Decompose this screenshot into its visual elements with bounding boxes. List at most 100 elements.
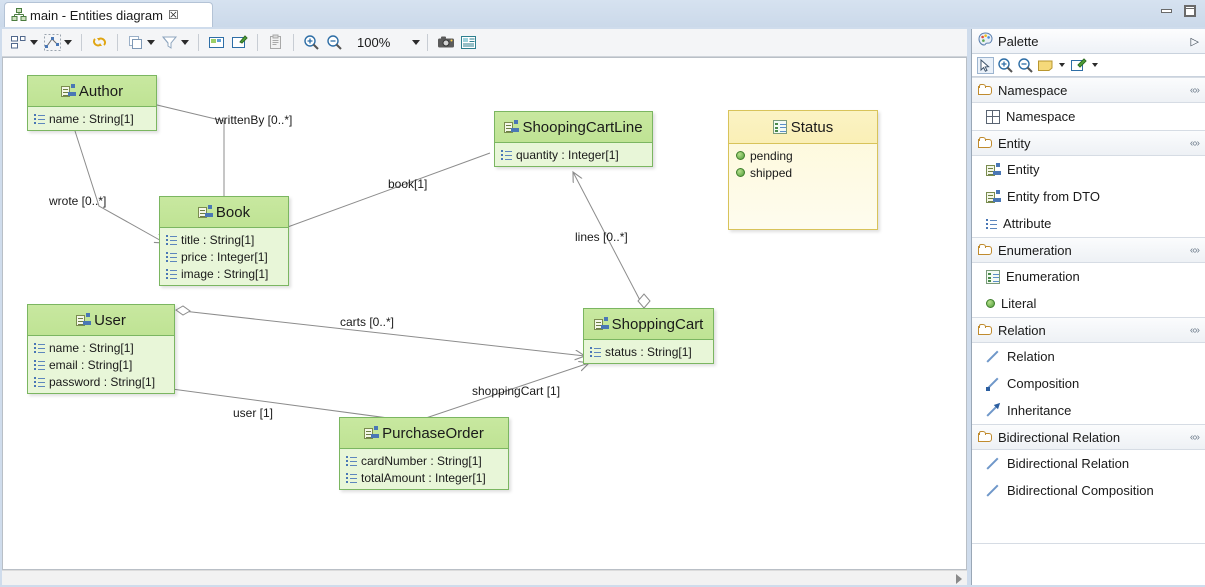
attribute-row[interactable]: name : String[1] — [28, 339, 174, 356]
select-elements-button[interactable] — [42, 32, 74, 54]
close-icon[interactable]: ☒ — [167, 8, 179, 22]
pin-group-icon[interactable]: «» — [1189, 137, 1200, 149]
palette-item-inheritance[interactable]: Inheritance — [972, 397, 1205, 424]
node-status-header: Status — [729, 111, 877, 144]
attribute-label: password : String[1] — [49, 374, 156, 389]
zoom-out-icon[interactable] — [1017, 57, 1034, 74]
literal-label: pending — [750, 148, 793, 163]
pin-group-icon[interactable]: «» — [1189, 244, 1200, 256]
select-elements-icon — [44, 34, 61, 51]
cursor-icon[interactable] — [977, 56, 994, 74]
pin-elements-button[interactable] — [229, 32, 250, 54]
node-shoppingcart[interactable]: ShoppingCart status : String[1] — [583, 308, 714, 364]
diagram-properties-button[interactable] — [458, 32, 479, 54]
node-shoppingcart-attributes: status : String[1] — [584, 340, 713, 363]
export-image-button[interactable] — [435, 32, 456, 54]
note-attachment-icon[interactable] — [1070, 57, 1087, 74]
palette-group-bidirectional-relation[interactable]: Bidirectional Relation «» — [972, 424, 1205, 450]
edge-label-book[interactable]: book[1] — [388, 177, 428, 191]
chevron-down-icon[interactable] — [412, 40, 420, 45]
node-purchaseorder[interactable]: PurchaseOrder cardNumber : String[1] tot… — [339, 417, 509, 490]
palette-collapse-icon[interactable]: ▷ — [1190, 35, 1199, 48]
attribute-row[interactable]: quantity : Integer[1] — [495, 146, 652, 163]
palette-item-namespace[interactable]: Namespace — [972, 103, 1205, 130]
relation-icon — [986, 349, 1001, 364]
toolbar-separator — [117, 34, 118, 51]
attribute-row[interactable]: totalAmount : Integer[1] — [340, 469, 508, 486]
filter-button[interactable] — [159, 32, 191, 54]
attribute-row[interactable]: status : String[1] — [584, 343, 713, 360]
paste-format-button[interactable] — [265, 32, 286, 54]
chevron-down-icon[interactable] — [181, 40, 189, 45]
palette-item-entity[interactable]: Entity — [972, 156, 1205, 183]
palette-group-relation[interactable]: Relation «» — [972, 317, 1205, 343]
layers-button[interactable] — [125, 32, 157, 54]
chevron-down-icon[interactable] — [64, 40, 72, 45]
edge-label-user[interactable]: user [1] — [233, 406, 274, 420]
zoom-in-button[interactable] — [301, 32, 322, 54]
node-shoopingcartline[interactable]: ShoopingCartLine quantity : Integer[1] — [494, 111, 653, 167]
palette-item-composition[interactable]: Composition — [972, 370, 1205, 397]
attribute-icon — [501, 149, 512, 160]
palette-item-enumeration[interactable]: Enumeration — [972, 263, 1205, 290]
node-book[interactable]: Book title : String[1] price : Integer[1… — [159, 196, 289, 286]
editor-tab-main-entities-diagram[interactable]: main - Entities diagram ☒ — [4, 2, 213, 27]
edge-label-writtenby[interactable]: writtenBy [0..*] — [215, 113, 293, 127]
attribute-row[interactable]: price : Integer[1] — [160, 248, 288, 265]
chevron-down-icon[interactable] — [30, 40, 38, 45]
canvas-horizontal-scrollbar[interactable] — [2, 570, 967, 585]
edge-label-lines[interactable]: lines [0..*] — [575, 230, 628, 244]
pin-group-icon[interactable]: «» — [1189, 431, 1200, 443]
pin-group-icon[interactable]: «» — [1189, 324, 1200, 336]
node-author[interactable]: Author name : String[1] — [27, 75, 157, 131]
attribute-row[interactable]: image : String[1] — [160, 265, 288, 282]
node-user[interactable]: User name : String[1] email : String[1] … — [27, 304, 175, 394]
attribute-icon — [346, 455, 357, 466]
refresh-diagram-button[interactable] — [89, 32, 110, 54]
diagram-canvas[interactable]: Author name : String[1] Book — [3, 58, 949, 552]
title-bar: main - Entities diagram ☒ — [0, 0, 1205, 27]
chevron-down-icon[interactable] — [1059, 63, 1065, 67]
zoom-level-value: 100% — [357, 35, 391, 50]
attribute-row[interactable]: title : String[1] — [160, 231, 288, 248]
palette-item-relation[interactable]: Relation — [972, 343, 1205, 370]
maximize-button[interactable] — [1184, 5, 1197, 17]
literal-row[interactable]: shipped — [729, 164, 877, 181]
attribute-row[interactable]: email : String[1] — [28, 356, 174, 373]
diagram-canvas-scroll-area[interactable]: Author name : String[1] Book — [2, 57, 967, 570]
attribute-label: name : String[1] — [49, 111, 134, 126]
chevron-down-icon[interactable] — [1092, 63, 1098, 67]
arrange-all-button[interactable] — [8, 32, 40, 54]
palette-group-namespace[interactable]: Namespace «» — [972, 77, 1205, 103]
node-title: ShoppingCart — [611, 315, 704, 333]
chevron-down-icon[interactable] — [147, 40, 155, 45]
edge-label-wrote[interactable]: wrote [0..*] — [49, 194, 107, 208]
minimize-button[interactable] — [1161, 5, 1174, 17]
note-icon[interactable] — [1037, 57, 1054, 74]
pin-group-icon[interactable]: «» — [1189, 84, 1200, 96]
node-user-attributes: name : String[1] email : String[1] passw… — [28, 336, 174, 393]
folder-icon — [978, 137, 993, 149]
edge-label-carts[interactable]: carts [0..*] — [340, 315, 395, 329]
zoom-in-icon[interactable] — [997, 57, 1014, 74]
node-status[interactable]: Status pending shipped — [728, 110, 878, 230]
edge-label-shoppingcart[interactable]: shoppingCart [1] — [472, 384, 561, 398]
palette-item-bidirectional-relation[interactable]: Bidirectional Relation — [972, 450, 1205, 477]
entity-icon — [60, 84, 76, 98]
literal-row[interactable]: pending — [729, 147, 877, 164]
palette-group-enumeration[interactable]: Enumeration «» — [972, 237, 1205, 263]
editor-toolbar: 100% — [2, 29, 967, 57]
show-hide-elements-button[interactable] — [206, 32, 227, 54]
zoom-out-button[interactable] — [324, 32, 345, 54]
attribute-row[interactable]: name : String[1] — [28, 110, 156, 127]
entity-icon — [504, 120, 520, 134]
zoom-level-combo[interactable]: 100% — [347, 35, 420, 50]
palette-group-entity[interactable]: Entity «» — [972, 130, 1205, 156]
palette-item-literal[interactable]: Literal — [972, 290, 1205, 317]
palette-item-attribute[interactable]: Attribute — [972, 210, 1205, 237]
scroll-right-button[interactable] — [951, 571, 967, 586]
palette-item-entity-from-dto[interactable]: Entity from DTO — [972, 183, 1205, 210]
attribute-row[interactable]: password : String[1] — [28, 373, 174, 390]
attribute-row[interactable]: cardNumber : String[1] — [340, 452, 508, 469]
palette-item-bidirectional-composition[interactable]: Bidirectional Composition — [972, 477, 1205, 504]
